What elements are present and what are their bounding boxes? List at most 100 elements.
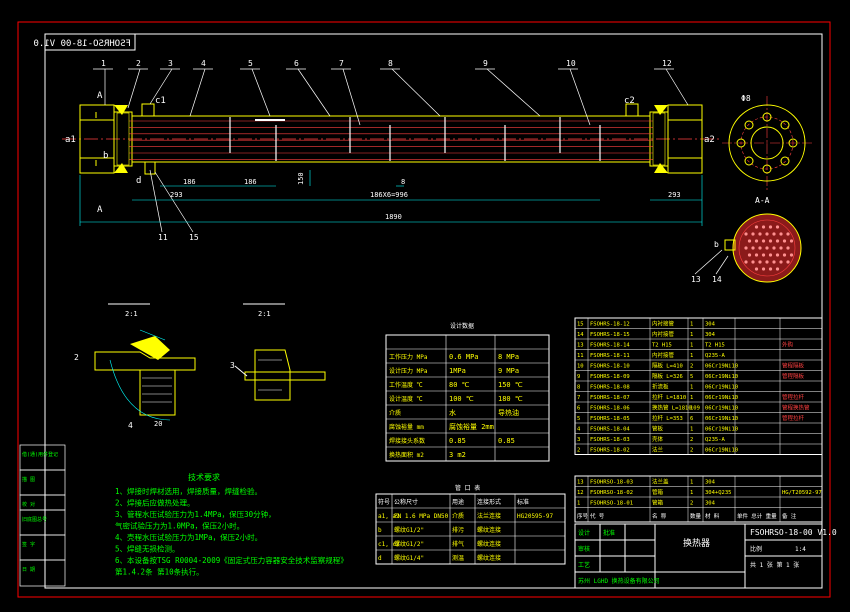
dim-8: 8 <box>401 178 405 186</box>
nozzle-table-frame <box>375 493 566 565</box>
tube-hole <box>768 267 773 271</box>
tube-hole <box>754 225 759 229</box>
parts-list-cell: 隔板 L=326 <box>652 372 683 380</box>
bolt-hole-2 <box>762 164 772 174</box>
nozzle-table-cell: 公称尺寸 <box>394 498 418 506</box>
parts-list-cell: 1 <box>690 343 693 349</box>
design-table-cell: 0.85 <box>449 437 466 445</box>
tube-hole <box>761 253 766 257</box>
parts-bottom-cell: 管箱 <box>652 499 664 507</box>
inner-frame <box>44 33 823 589</box>
nozzle-table-cell: 排污 <box>452 526 464 534</box>
note-line: 气密试验压力为1.0MPa，保压2小时。 <box>115 521 244 531</box>
tube-hole <box>786 246 790 250</box>
nozzle-c1 <box>141 103 155 117</box>
parts-list-cell: 1 <box>690 385 693 391</box>
callout-number: 2 <box>136 59 141 68</box>
weld-left-bottom <box>114 163 128 173</box>
design-table-cell: 0.85 <box>498 437 515 445</box>
tube-hole <box>768 225 773 229</box>
tube-hole <box>747 253 752 257</box>
tube-hole <box>758 260 762 264</box>
nozzle-table-cell: 介质 <box>452 512 464 520</box>
design-table-cell: 导热油 <box>498 408 519 417</box>
callout-number: 12 <box>662 59 672 68</box>
tube-hole <box>761 267 766 271</box>
tube-hole <box>744 246 748 250</box>
nozzle-table-cell: 螺纹连接 <box>477 540 501 548</box>
dim-293-b: 293 <box>668 191 681 199</box>
parts-list-cell: 3 <box>577 437 580 443</box>
leader-line <box>127 68 141 109</box>
tb-label-check: 审核 <box>578 545 590 553</box>
detail-mark-4: 4 <box>128 421 133 430</box>
parts-list-cell: 6 <box>577 406 580 412</box>
nozzle-table-cell: 法兰连接 <box>477 512 501 520</box>
sheet-label: 共 1 张 第 1 张 <box>750 561 799 569</box>
parts-list-cell: 管程拉杆 <box>782 414 805 422</box>
parts-list-cell: 9 <box>577 374 580 380</box>
parts-list-cell: 壳体 <box>652 435 664 443</box>
tube-hole <box>789 253 794 257</box>
tube-hole <box>775 267 780 271</box>
design-table-cell: 9 MPa <box>498 367 519 375</box>
design-table-cell: 3 m2 <box>449 451 466 459</box>
parts-list-cell: 折流板 <box>652 383 669 391</box>
parts-bottom-cell: 法兰盖 <box>652 478 669 486</box>
parts-list-cell: 内衬接管 <box>652 330 675 338</box>
design-table-cell: 工作温度 ℃ <box>389 381 423 389</box>
parts-list-cell: 5 <box>577 416 580 422</box>
tube-hole <box>772 232 776 236</box>
design-table-cell: 80 ℃ <box>449 381 470 389</box>
callout-number: 7 <box>339 59 344 68</box>
parts-list-cell: FSOHRS-18-10 <box>590 364 630 370</box>
parts-list-cell: 管程隔板 <box>782 372 805 380</box>
parts-list-cell: FSOHRS-18-02 <box>590 448 630 454</box>
parts-list-cell: 11 <box>577 353 584 359</box>
parts-list-cell: 管程换热管 <box>782 404 810 412</box>
parts-bottom-cell: FSOHRSO-18-02 <box>590 490 633 496</box>
parts-list-cell: FSOHRS-18-15 <box>590 332 630 338</box>
parts-list-cell: 5 <box>690 374 693 380</box>
strip-label: 签 字 <box>22 541 35 548</box>
shell <box>131 115 651 163</box>
design-table-cell: 150 ℃ <box>498 381 523 389</box>
tube-hole <box>782 239 787 243</box>
parts-bottom-cell: FSOHRSO-18-01 <box>590 501 633 507</box>
port-d: d <box>136 176 141 186</box>
leader-line <box>715 255 729 275</box>
mirrored-number-box: FSOHRSO-18-00 V1.0 <box>33 33 136 51</box>
parts-list-cell: FSOHRS-18-04 <box>590 427 630 433</box>
note-line: 2、焊接后应做热处理。 <box>115 498 195 508</box>
notes-title: 技术要求 <box>188 472 220 482</box>
design-table-cell: 焊接接头系数 <box>389 437 425 445</box>
leader-line <box>665 68 689 106</box>
parts-bottom-cell: 2 <box>690 501 693 507</box>
parts-list-cell: 拉杆 L=353 <box>652 414 683 422</box>
callout-number: 10 <box>566 59 576 68</box>
nozzle-table-cell: c1, c2 <box>378 541 400 548</box>
weld-right-top <box>654 105 668 115</box>
nozzle-table-cell: a1, a2 <box>378 513 400 520</box>
design-table-cell: 水 <box>449 408 456 417</box>
parts-bottom-cell: HG/T20592-97 <box>782 490 822 496</box>
parts-list-cell: FSOHRS-18-11 <box>590 353 630 359</box>
port-a1: a1 <box>65 135 76 145</box>
leader-line <box>694 249 723 275</box>
callout-number: 13 <box>691 275 701 284</box>
dim-overall: 1890 <box>385 213 402 221</box>
nozzle-table-cell: 连接形式 <box>477 498 501 506</box>
parts-list-cell: 06Cr19Ni10 <box>705 406 738 412</box>
tube-hole <box>761 225 766 229</box>
parts-header-cell: 代 号 <box>590 512 605 520</box>
design-table-cell: 100 ℃ <box>449 395 474 403</box>
weld-left-top <box>114 105 128 115</box>
parts-list-cell: FSOHRS-18-05 <box>590 416 630 422</box>
callout-number: 9 <box>483 59 488 68</box>
parts-header-cell: 备 注 <box>782 512 797 520</box>
strip-label: 旧底图总号 <box>22 516 47 523</box>
tube-hole <box>744 232 748 236</box>
tube-hole <box>758 246 762 250</box>
parts-list-cell: 管板 <box>652 425 664 433</box>
